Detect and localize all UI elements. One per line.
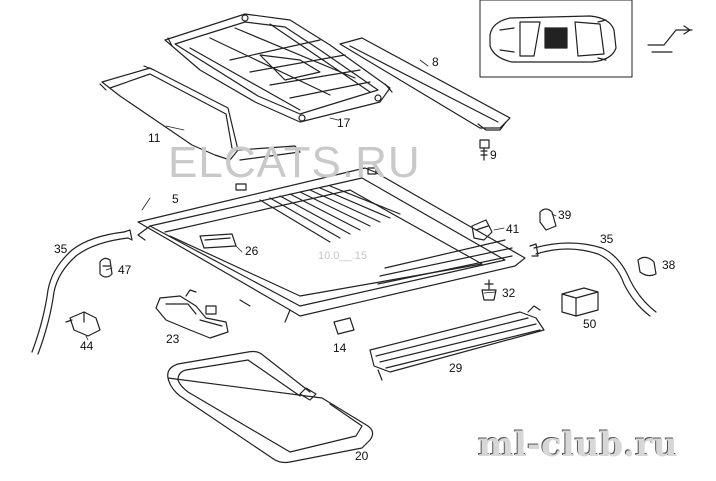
raise-tilt-symbol-icon (647, 25, 693, 53)
callout-17[interactable]: 17 (337, 116, 351, 130)
callout-5[interactable]: 5 (172, 192, 179, 206)
callout-26[interactable]: 26 (245, 244, 259, 258)
callout-44[interactable]: 44 (80, 339, 94, 353)
callout-35-right[interactable]: 35 (600, 232, 614, 246)
callout-35-left[interactable]: 35 (54, 242, 68, 256)
car-top-view-icon (489, 15, 617, 63)
callout-38[interactable]: 38 (662, 258, 676, 272)
part-38-clamp (637, 256, 657, 277)
callout-47[interactable]: 47 (118, 263, 132, 277)
part-39-clip (539, 208, 557, 231)
part-50-foam-block (561, 287, 599, 317)
callout-20[interactable]: 20 (355, 449, 369, 463)
callout-14[interactable]: 14 (333, 341, 347, 355)
callout-32[interactable]: 32 (502, 286, 516, 300)
part-32-bolt (481, 279, 497, 301)
callout-39[interactable]: 39 (558, 208, 572, 222)
watermark-elcats: ELCATS.RU (168, 138, 421, 187)
part-8-guide-rail (339, 37, 511, 131)
watermark-date: 10.0__.15 (318, 250, 367, 262)
callout-23[interactable]: 23 (166, 332, 180, 346)
callout-41[interactable]: 41 (506, 222, 520, 236)
watermark-club-logo: ml-club.ru (478, 425, 678, 465)
callout-50[interactable]: 50 (583, 317, 597, 331)
callout-9[interactable]: 9 (490, 148, 497, 162)
part-29-rail-assembly (369, 305, 545, 381)
callout-29[interactable]: 29 (449, 361, 463, 375)
part-47-clip (99, 257, 113, 278)
part-11-sun-shade (99, 65, 301, 161)
callout-11[interactable]: 11 (148, 131, 161, 145)
leader-lines (85, 59, 557, 341)
part-26-bracket (199, 233, 237, 249)
part-17-mechanism-frame (164, 13, 393, 123)
part-5-main-frame (137, 167, 526, 323)
inset-box (479, 0, 693, 78)
part-35-drain-hose-left (31, 229, 133, 355)
part-14-clip (333, 317, 355, 335)
callout-8[interactable]: 8 (432, 55, 439, 69)
part-9-screw (479, 139, 490, 161)
part-41-clip (471, 219, 493, 241)
part-35-drain-hose-right (529, 242, 657, 317)
part-44-hose-connector (65, 311, 101, 337)
part-23-drive-motor (155, 289, 229, 339)
part-20-glass-seal (167, 350, 374, 464)
